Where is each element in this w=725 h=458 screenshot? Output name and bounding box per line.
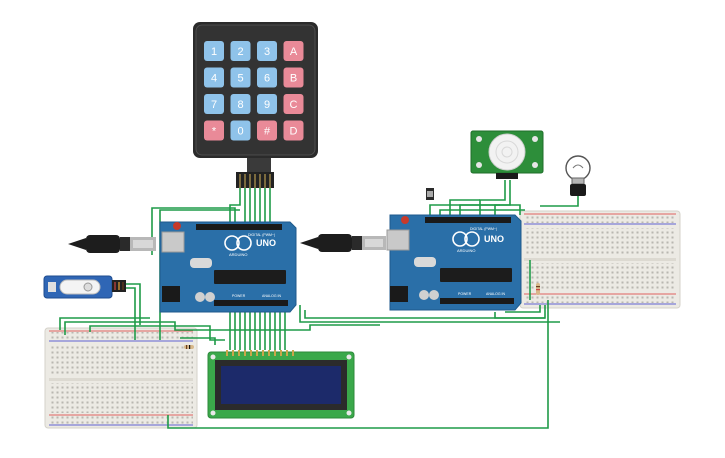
resistor-icon bbox=[536, 283, 540, 295]
keypad-key-0[interactable]: 0 bbox=[230, 120, 251, 141]
wires bbox=[59, 180, 579, 429]
arduino-uno-right[interactable]: UNO ARDUINO DIGITAL (PWM~) POWER ANALOG … bbox=[386, 214, 522, 311]
arduino-left-brand: ARDUINO bbox=[229, 252, 247, 257]
keypad-key-6[interactable]: 6 bbox=[257, 67, 277, 88]
keypad-key-label: 9 bbox=[264, 99, 270, 111]
keypad-key-label: D bbox=[290, 126, 298, 138]
keypad-key-c[interactable]: C bbox=[283, 94, 304, 114]
keypad[interactable]: 1 2 3 A 4 5 6 B 7 8 9 C * 0 # D bbox=[193, 22, 318, 188]
keypad-key-7[interactable]: 7 bbox=[204, 94, 224, 114]
keypad-key-a[interactable]: A bbox=[283, 41, 304, 61]
keypad-key-label: 8 bbox=[237, 99, 243, 111]
keypad-key-label: 0 bbox=[237, 126, 243, 138]
pushbutton-icon[interactable] bbox=[426, 188, 434, 200]
keypad-key-label: * bbox=[212, 126, 217, 138]
arduino-left-power-label: POWER bbox=[232, 294, 246, 298]
pir-sensor-icon[interactable] bbox=[470, 130, 544, 179]
keypad-key-label: 6 bbox=[264, 73, 270, 85]
keypad-key-label: 1 bbox=[211, 46, 217, 58]
keypad-key-4[interactable]: 4 bbox=[204, 67, 224, 88]
keypad-key-9[interactable]: 9 bbox=[257, 94, 277, 114]
keypad-key-label: 2 bbox=[237, 46, 243, 58]
keypad-key-label: 5 bbox=[237, 73, 243, 85]
keypad-key-star[interactable]: * bbox=[204, 120, 224, 141]
usb-cable-icon[interactable] bbox=[300, 234, 386, 252]
keypad-key-label: A bbox=[290, 46, 298, 58]
keypad-key-d[interactable]: D bbox=[283, 120, 304, 141]
keypad-key-label: # bbox=[264, 126, 271, 138]
resistor-icon bbox=[184, 345, 194, 349]
arduino-right-power-label: POWER bbox=[458, 292, 472, 296]
keypad-key-hash[interactable]: # bbox=[257, 120, 277, 141]
keypad-key-1[interactable]: 1 bbox=[204, 41, 224, 61]
arduino-left-digital-label: DIGITAL (PWM~) bbox=[248, 233, 275, 237]
arduino-left-analog-label: ANALOG IN bbox=[262, 294, 282, 298]
arduino-right-analog-label: ANALOG IN bbox=[486, 292, 506, 296]
keypad-key-2[interactable]: 2 bbox=[230, 41, 251, 61]
keypad-key-8[interactable]: 8 bbox=[230, 94, 251, 114]
arduino-right-digital-label: DIGITAL (PWM~) bbox=[470, 227, 497, 231]
breadboard-left[interactable] bbox=[44, 327, 198, 429]
breadboard-right[interactable] bbox=[519, 210, 681, 309]
keypad-key-label: 7 bbox=[211, 99, 217, 111]
arduino-uno-left[interactable]: UNO ARDUINO DIGITAL (PWM~) POWER ANALOG … bbox=[159, 221, 297, 313]
arduino-left-model: UNO bbox=[256, 238, 276, 248]
arduino-right-model: UNO bbox=[484, 234, 504, 244]
arduino-right-brand: ARDUINO bbox=[457, 248, 475, 253]
lcd-screen bbox=[221, 366, 341, 404]
keypad-key-label: C bbox=[290, 99, 298, 111]
keypad-key-b[interactable]: B bbox=[283, 67, 304, 88]
keypad-key-label: 4 bbox=[211, 73, 217, 85]
lcd-display[interactable] bbox=[207, 350, 355, 419]
keypad-key-label: 3 bbox=[264, 46, 270, 58]
lightbulb-icon[interactable] bbox=[565, 155, 591, 196]
keypad-key-3[interactable]: 3 bbox=[257, 41, 277, 61]
servo-icon[interactable] bbox=[43, 275, 126, 299]
usb-cable-icon[interactable] bbox=[68, 235, 156, 253]
keypad-key-5[interactable]: 5 bbox=[230, 67, 251, 88]
keypad-ribbon bbox=[236, 158, 274, 188]
keypad-key-label: B bbox=[290, 73, 297, 85]
